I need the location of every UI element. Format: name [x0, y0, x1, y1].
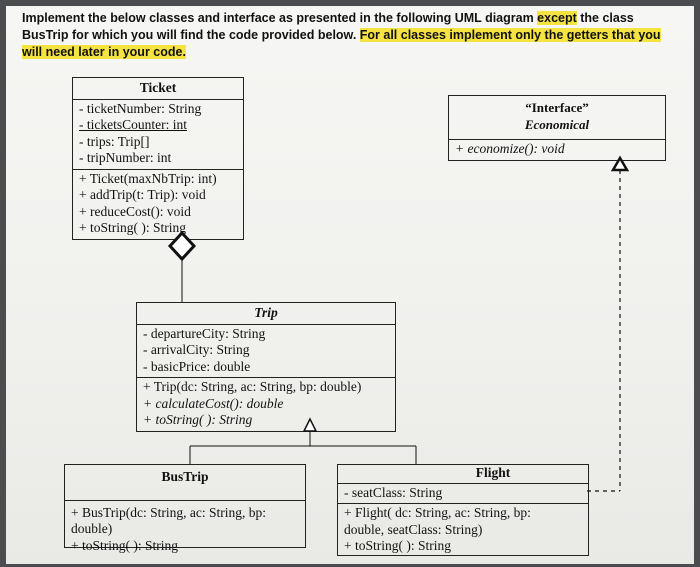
ticket-class-name: Ticket	[139, 80, 177, 95]
ticket-method: + Ticket(maxNbTrip: int)	[79, 170, 217, 186]
instr-part-5: for which you will find the code provide…	[68, 28, 360, 42]
ticket-method: + addTrip(t: Trip): void	[79, 187, 206, 202]
flight-class-name: Flight	[475, 465, 511, 480]
trip-attr: - basicPrice: double	[143, 358, 251, 374]
interface-stereotype: “Interface”	[525, 100, 589, 115]
flight-method: + Flight( dc: String, ac: String, bp:	[344, 505, 531, 520]
ticket-attr: - tripNumber: int	[79, 150, 172, 165]
trip-methods: + Trip(dc: String, ac: String, bp: doubl…	[137, 377, 395, 431]
ticket-method: + toString( ): String	[79, 220, 186, 235]
ticket-method: + reduceCost(): void	[79, 203, 191, 219]
flight-attr: - seatClass: String	[344, 484, 443, 500]
bustrip-method: + BusTrip(dc: String, ac: String, bp:	[71, 504, 266, 520]
ticket-attributes: - ticketNumber: String - ticketsCounter:…	[73, 98, 243, 169]
composition-diamond-icon	[167, 230, 197, 262]
bustrip-methods: + BusTrip(dc: String, ac: String, bp: do…	[65, 499, 305, 557]
instr-part-1: Implement the below classes and interfac…	[22, 11, 538, 25]
bustrip-class-name: BusTrip	[161, 469, 209, 484]
instr-part-3: the class	[576, 11, 634, 25]
trip-attr: - departureCity: String	[143, 325, 266, 341]
interface-method: + economize(): void	[455, 141, 565, 156]
ticket-attr-static: - ticketsCounter: int	[79, 117, 187, 132]
trip-method: + Trip(dc: String, ac: String, bp: doubl…	[143, 379, 362, 394]
economical-interface-box: “Interface” Economical + economize(): vo…	[448, 95, 666, 161]
inheritance-triangle-icon	[302, 417, 318, 432]
trip-method-abstract: + toString( ): String	[143, 412, 253, 427]
flight-attributes: - seatClass: String	[338, 482, 588, 504]
instr-except: except	[537, 11, 577, 25]
instructions-text: Implement the below classes and interfac…	[22, 10, 672, 61]
trip-class-box: Trip - departureCity: String - arrivalCi…	[136, 302, 396, 432]
bustrip-class-box: BusTrip + BusTrip(dc: String, ac: String…	[64, 464, 306, 553]
trip-attr: - arrivalCity: String	[143, 342, 250, 357]
interface-name: Economical	[524, 116, 590, 132]
interface-methods: + economize(): void	[449, 139, 665, 160]
trip-attributes: - departureCity: String - arrivalCity: S…	[137, 323, 395, 378]
trip-class-name: Trip	[254, 305, 278, 320]
ticket-methods: + Ticket(maxNbTrip: int) + addTrip(t: Tr…	[73, 168, 243, 239]
flight-method: double, seatClass: String)	[344, 521, 483, 537]
bustrip-method: + toString( ): String	[71, 537, 178, 553]
instr-bustrip: BusTrip	[22, 28, 69, 42]
flight-method: + toString( ): String	[344, 538, 451, 553]
bustrip-method: double)	[71, 521, 113, 536]
ticket-class-box: Ticket - ticketNumber: String - ticketsC…	[72, 77, 244, 240]
flight-class-box: Flight - seatClass: String + Flight( dc:…	[337, 464, 589, 556]
ticket-attr: - ticketNumber: String	[79, 100, 202, 116]
ticket-attr: - trips: Trip[]	[79, 133, 150, 149]
trip-method-abstract: + calculateCost(): double	[143, 395, 284, 411]
realization-triangle-icon	[610, 155, 630, 172]
flight-methods: + Flight( dc: String, ac: String, bp: do…	[338, 503, 588, 557]
